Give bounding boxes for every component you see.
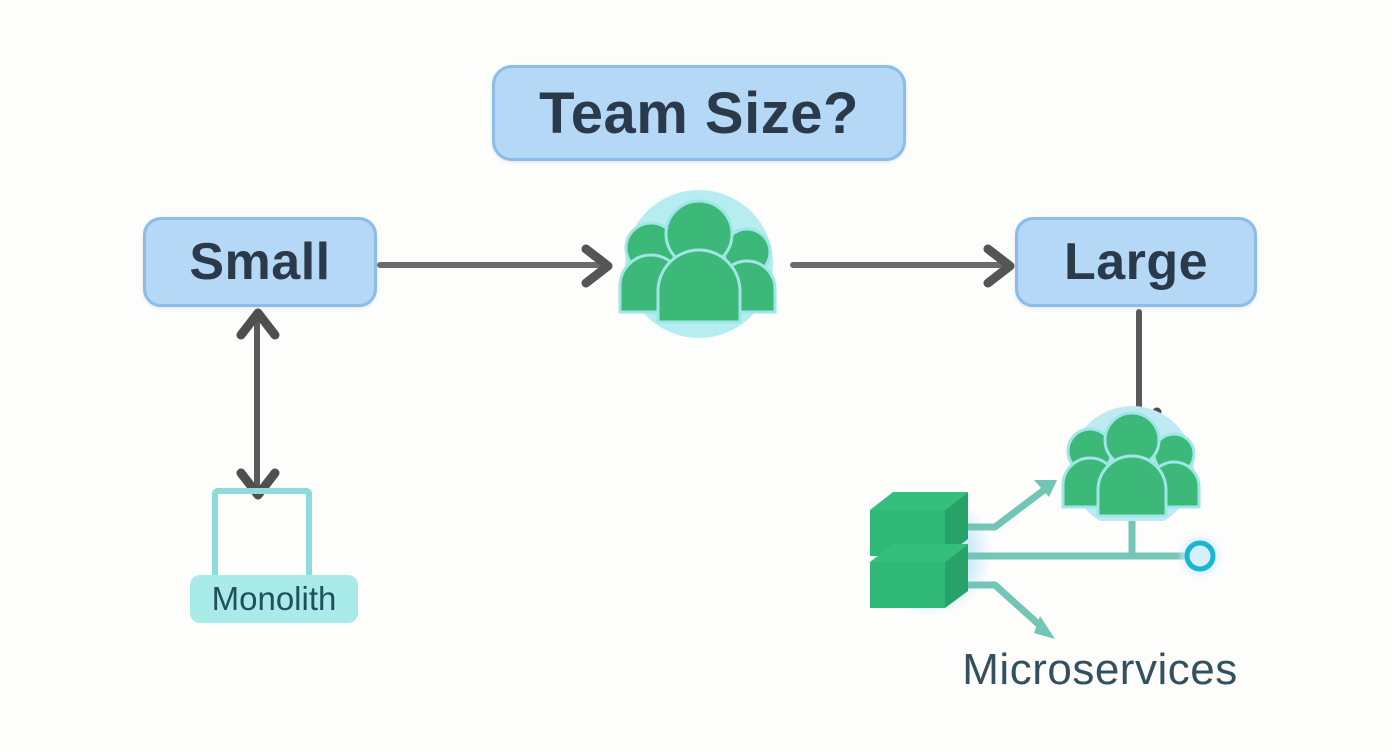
connector-people-to-large bbox=[790, 244, 1015, 288]
node-small-label: Small bbox=[189, 233, 331, 291]
monolith-label: Monolith bbox=[190, 575, 358, 623]
decision-title-box[interactable]: Team Size? bbox=[492, 65, 906, 161]
decision-title-label: Team Size? bbox=[539, 80, 859, 146]
microservices-label-text: Microservices bbox=[962, 645, 1238, 694]
connector-small-to-monolith bbox=[236, 308, 280, 500]
connector-small-to-people bbox=[377, 244, 613, 288]
server-stack-icon bbox=[870, 492, 968, 608]
endpoint-node-icon bbox=[1176, 532, 1224, 580]
people-group-icon bbox=[1061, 406, 1201, 521]
microservices-label: Microservices bbox=[940, 641, 1260, 699]
node-large-box[interactable]: Large bbox=[1015, 217, 1257, 307]
node-small-box[interactable]: Small bbox=[143, 217, 377, 307]
node-large-label: Large bbox=[1063, 233, 1209, 291]
monolith-label-text: Monolith bbox=[211, 580, 337, 617]
monolith-box-icon bbox=[212, 488, 312, 583]
monolith-group[interactable]: Monolith bbox=[190, 480, 365, 625]
microservice-branches bbox=[964, 480, 1189, 639]
people-group-icon bbox=[618, 190, 777, 338]
